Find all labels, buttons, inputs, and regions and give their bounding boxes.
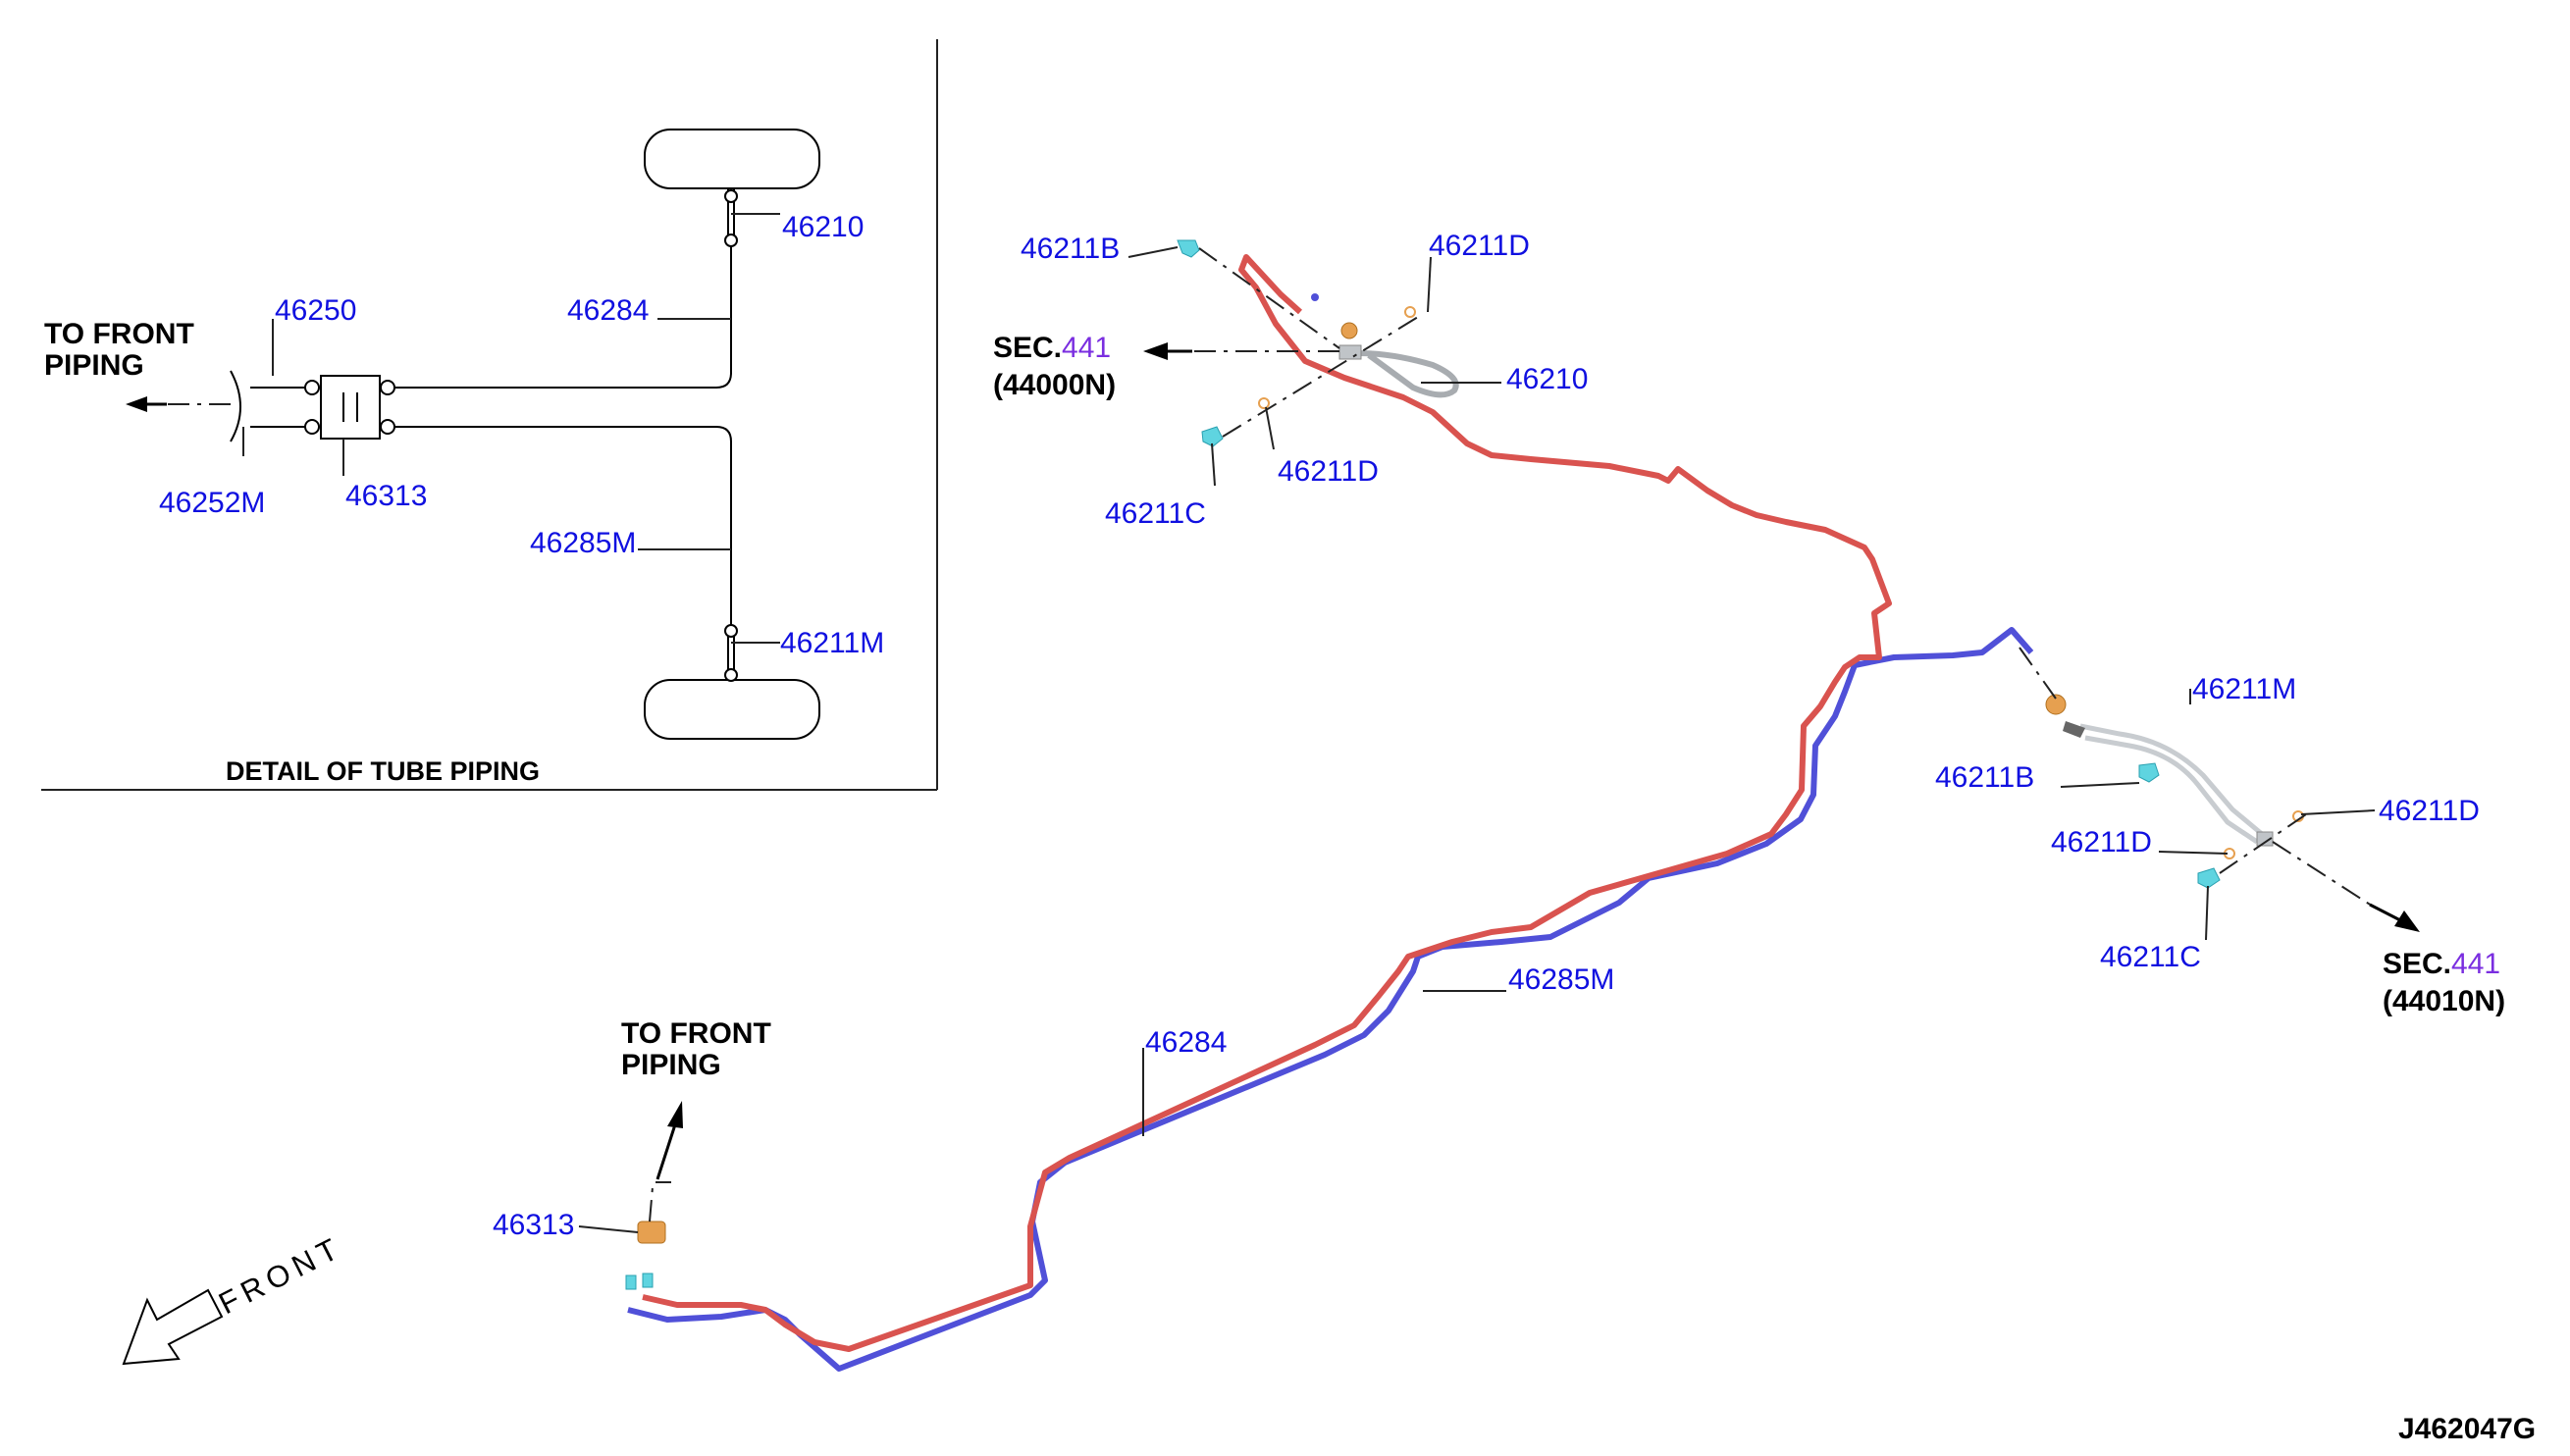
clip-46211C-icon (1201, 426, 1224, 447)
label-46211M: 46211M (2192, 673, 2296, 705)
lower-junction-assembly (625, 1101, 683, 1290)
hose-46211M (2079, 723, 2264, 836)
clip-46211C-right-icon (2197, 867, 2221, 889)
sec-left-prefix: SEC. (993, 332, 1062, 364)
hose-46210 (1358, 350, 1459, 398)
to-front-line1: TO FRONT (621, 1017, 771, 1050)
hose-fitting-shape (1338, 344, 1362, 360)
detail-label-46210: 46210 (782, 211, 864, 243)
junction-block-shape (320, 375, 381, 440)
front-arrow-icon (122, 1288, 224, 1366)
to-front-arrow-icon (126, 396, 147, 412)
detail-to-front-line1: TO FRONT (44, 318, 194, 350)
label-46313: 46313 (493, 1209, 574, 1241)
right-hose-assembly (2019, 647, 2420, 932)
detail-label-46284: 46284 (567, 294, 649, 327)
label-46211C-right: 46211C (2100, 941, 2201, 973)
to-front-arrow-lower-icon (667, 1101, 683, 1128)
junction-46313-icon (637, 1221, 666, 1244)
label-46211C-left: 46211C (1105, 497, 1206, 530)
detail-title: DETAIL OF TUBE PIPING (226, 756, 540, 786)
detail-inset: 46210 46284 46250 46252M 46313 46285M 46… (41, 39, 938, 791)
label-46211D-left: 46211D (1278, 455, 1379, 488)
detail-to-front-line2: PIPING (44, 349, 144, 382)
tube-46285M (627, 627, 2034, 1372)
clip-46211B-right-icon (2138, 762, 2160, 783)
sec-left-arrow-icon (1143, 342, 1168, 360)
hose-bracket-shape (2063, 721, 2085, 738)
sec-right-code: (44010N) (2383, 985, 2505, 1017)
sec-right-num: 441 (2451, 948, 2500, 980)
detail-label-46252M: 46252M (159, 487, 265, 519)
front-label: FRONT (213, 1229, 348, 1321)
detail-label-46285M: 46285M (530, 527, 636, 559)
label-46211D-mid: 46211D (2051, 826, 2152, 858)
sec-left-code: (44000N) (993, 369, 1116, 401)
label-46285M: 46285M (1508, 963, 1614, 996)
label-46211B-right: 46211B (1935, 761, 2034, 794)
tube-46284 (642, 254, 1892, 1352)
clip-46211B-icon (1177, 239, 1200, 258)
detail-label-46211M: 46211M (780, 627, 884, 659)
to-front-line2: PIPING (621, 1049, 721, 1081)
fitting-46211M-icon (2045, 694, 2067, 715)
label-46211D-top: 46211D (1429, 230, 1530, 262)
main-labels: 46211B 46211D 46210 46211D 46211C 46211M… (493, 230, 2536, 1445)
label-46211B: 46211B (1021, 233, 1120, 265)
label-46211D-right: 46211D (2379, 795, 2480, 827)
fitting-46211D-icon (1340, 322, 1358, 339)
left-hose-assembly (1143, 239, 1459, 447)
main-leaders (578, 246, 2376, 1233)
label-46210: 46210 (1506, 363, 1588, 395)
upper-wheel-shape (644, 129, 820, 189)
sec-right-prefix: SEC. (2383, 948, 2451, 980)
sec-left-ref: SEC.441 (993, 332, 1111, 364)
diagram-id: J462047G (2398, 1413, 2536, 1445)
label-46284: 46284 (1145, 1026, 1227, 1059)
detail-label-46313: 46313 (345, 480, 427, 512)
lower-wheel-shape (644, 679, 820, 740)
rear-brake-tubes (627, 254, 2034, 1372)
sec-left-num: 441 (1062, 332, 1111, 364)
sec-right-arrow-icon (2394, 910, 2420, 932)
sec-right-ref: SEC.441 (2383, 948, 2500, 980)
detail-label-46250: 46250 (275, 294, 356, 327)
front-direction-indicator: FRONT (122, 1229, 348, 1366)
